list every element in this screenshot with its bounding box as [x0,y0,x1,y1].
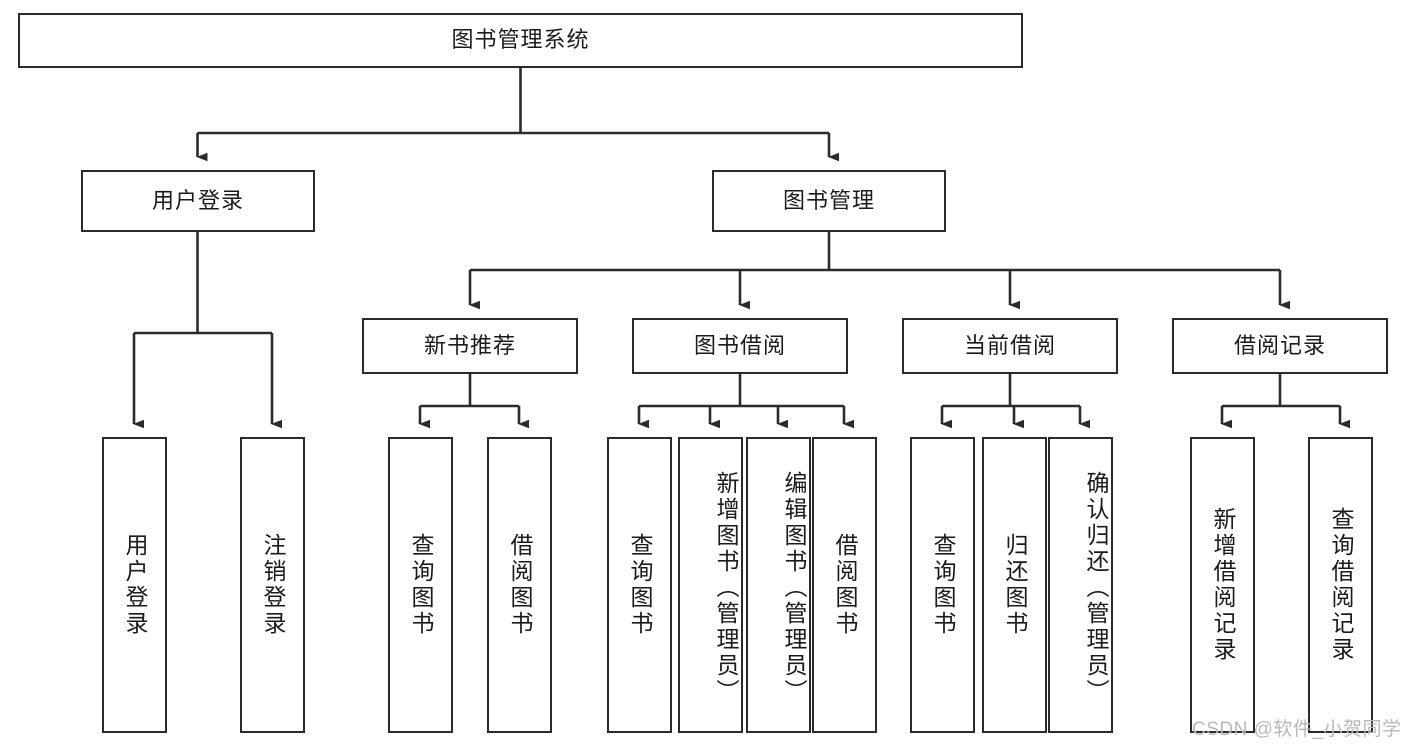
node-leaf-query-book-2[interactable]: 查询图书 [607,437,672,733]
node-borrow-record-label: 借阅记录 [1233,332,1326,358]
edges-root-to-level2 [196,68,839,162]
edges-newbookrec-to-leaves [418,374,529,429]
node-leaf-add-record-label: 新增借阅记录 [1210,507,1237,663]
node-user-login[interactable]: 用户登录 [81,170,315,232]
node-leaf-query-record[interactable]: 查询借阅记录 [1308,437,1373,733]
node-leaf-user-login[interactable]: 用户登录 [102,437,167,733]
edges-currentborrow-to-leaves [940,374,1090,429]
node-new-book-rec[interactable]: 新书推荐 [362,318,578,374]
node-leaf-query-record-label: 查询借阅记录 [1328,507,1355,663]
node-leaf-user-logout[interactable]: 注销登录 [240,437,305,733]
node-leaf-query-book-3-label: 查询图书 [930,533,957,637]
node-leaf-query-book-2-label: 查询图书 [627,533,654,637]
node-leaf-add-book[interactable]: 新增图书（管理员） [678,437,743,733]
edges-borrowrecord-to-leaves [1220,374,1350,429]
node-borrow-record[interactable]: 借阅记录 [1172,318,1388,374]
node-root[interactable]: 图书管理系统 [18,13,1023,68]
node-leaf-confirm-return[interactable]: 确认归还（管理员） [1048,437,1113,733]
node-leaf-add-record[interactable]: 新增借阅记录 [1190,437,1255,733]
edges-userlogin-to-leaves [132,232,282,429]
node-current-borrow[interactable]: 当前借阅 [902,318,1118,374]
node-leaf-add-book-label: 新增图书（管理员） [713,471,739,705]
node-leaf-query-book-1-label: 查询图书 [408,533,435,637]
node-leaf-borrow-book-2-label: 借阅图书 [832,533,859,637]
node-leaf-borrow-book-1-label: 借阅图书 [507,533,534,637]
node-leaf-return-book[interactable]: 归还图书 [982,437,1047,733]
node-leaf-edit-book[interactable]: 编辑图书（管理员） [746,437,811,733]
edges-bookmanage-to-level3 [468,232,1290,310]
node-leaf-return-book-label: 归还图书 [1002,533,1029,637]
node-root-label: 图书管理系统 [451,27,590,53]
node-book-borrow[interactable]: 图书借阅 [632,318,848,374]
node-leaf-user-login-label: 用户登录 [122,533,149,637]
node-new-book-rec-label: 新书推荐 [423,332,516,358]
node-book-borrow-label: 图书借阅 [693,332,786,358]
node-leaf-borrow-book-1[interactable]: 借阅图书 [487,437,552,733]
node-leaf-user-logout-label: 注销登录 [260,533,287,637]
node-leaf-borrow-book-2[interactable]: 借阅图书 [812,437,877,733]
node-leaf-query-book-3[interactable]: 查询图书 [910,437,975,733]
node-user-login-label: 用户登录 [151,187,244,213]
node-book-manage[interactable]: 图书管理 [712,170,946,232]
edges-bookborrow-to-leaves [637,374,854,429]
node-leaf-confirm-return-label: 确认归还（管理员） [1083,471,1109,705]
node-book-manage-label: 图书管理 [782,187,875,213]
node-leaf-edit-book-label: 编辑图书（管理员） [781,471,807,705]
node-leaf-query-book-1[interactable]: 查询图书 [388,437,453,733]
node-current-borrow-label: 当前借阅 [963,332,1056,358]
